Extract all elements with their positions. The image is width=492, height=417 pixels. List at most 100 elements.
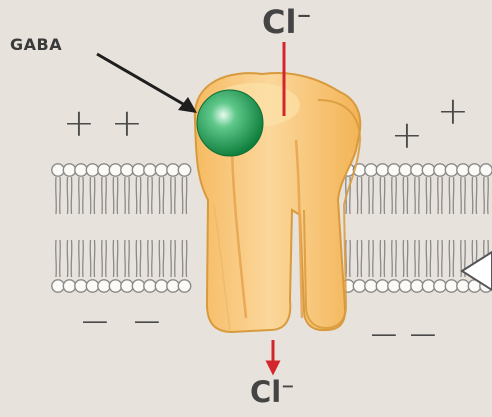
lipid-head xyxy=(399,280,411,292)
lipid-tail xyxy=(125,240,130,277)
chloride-symbol: Cl xyxy=(262,3,296,41)
lipid-head xyxy=(178,164,190,176)
lipid-head xyxy=(445,280,457,292)
lipid-tail xyxy=(449,240,454,277)
lipid-head xyxy=(411,280,423,292)
charge-minus-inside: − xyxy=(368,315,400,353)
gaba-pointer-arrow xyxy=(97,54,190,108)
lipid-head xyxy=(365,164,377,176)
lipid-tail xyxy=(426,240,431,277)
chloride-ion-label-bottom: Cl− xyxy=(250,378,295,407)
lipid-tail xyxy=(113,177,118,214)
lipid-tail xyxy=(392,240,397,277)
lipid-tail xyxy=(113,240,118,277)
lipid-tail xyxy=(461,177,466,214)
lipid-head xyxy=(121,280,133,292)
lipid-tail xyxy=(369,240,374,277)
chloride-symbol: Cl xyxy=(250,375,281,409)
lipid-head xyxy=(353,280,365,292)
lipid-tail xyxy=(171,240,176,277)
chloride-charge: − xyxy=(296,5,311,26)
lipid-head xyxy=(388,280,400,292)
lipid-head xyxy=(52,280,64,292)
lipid-tail xyxy=(380,240,385,277)
lipid-head xyxy=(468,164,480,176)
lipid-head xyxy=(63,164,75,176)
lipid-head xyxy=(388,164,400,176)
charge-plus-outside: + xyxy=(111,104,143,142)
lipid-tail xyxy=(79,240,84,277)
lipid-tail xyxy=(403,177,408,214)
charge-minus-inside: − xyxy=(131,302,163,340)
gaba-pointer-arrowhead xyxy=(178,97,197,113)
lipid-head xyxy=(132,280,144,292)
lipid-head xyxy=(98,164,110,176)
lipid-tail xyxy=(346,240,351,277)
lipid-head xyxy=(144,164,156,176)
lipid-tail xyxy=(67,240,72,277)
chloride-ion-label-top: Cl− xyxy=(262,6,312,38)
lipid-head xyxy=(434,164,446,176)
lipid-tail xyxy=(182,240,187,277)
lipid-head xyxy=(422,280,434,292)
lipid-tail xyxy=(449,177,454,214)
lipid-head xyxy=(144,280,156,292)
lipid-tail xyxy=(148,177,153,214)
lipid-tail xyxy=(159,240,164,277)
lipid-tail xyxy=(403,240,408,277)
charge-plus-outside: + xyxy=(437,92,469,130)
lipid-tail xyxy=(380,177,385,214)
lipid-tail xyxy=(182,177,187,214)
lipid-head xyxy=(109,280,121,292)
lipid-head xyxy=(155,164,167,176)
charge-plus-outside: + xyxy=(391,116,423,154)
lipid-head xyxy=(457,164,469,176)
lipid-tail xyxy=(56,177,61,214)
charge-minus-inside: − xyxy=(79,302,111,340)
lipid-tail xyxy=(90,177,95,214)
lipid-head xyxy=(52,164,64,176)
lipid-head xyxy=(75,164,87,176)
lipid-head xyxy=(132,164,144,176)
lipid-tail xyxy=(159,177,164,214)
lipid-tail xyxy=(136,240,141,277)
lipid-head xyxy=(178,280,190,292)
lipid-tail xyxy=(357,240,362,277)
lipid-tail xyxy=(438,177,443,214)
lipid-head xyxy=(75,280,87,292)
lipid-head xyxy=(445,164,457,176)
lipid-tail xyxy=(136,177,141,214)
lipid-head xyxy=(86,280,98,292)
lipid-tail xyxy=(438,240,443,277)
lipid-head xyxy=(480,164,492,176)
lipid-tail xyxy=(67,177,72,214)
lipid-tail xyxy=(102,240,107,277)
lipid-head xyxy=(167,164,179,176)
lipid-tail xyxy=(357,177,362,214)
lipid-tail xyxy=(90,240,95,277)
lipid-head xyxy=(167,280,179,292)
lipid-tail xyxy=(392,177,397,214)
lipid-tail xyxy=(415,240,420,277)
lipid-tail xyxy=(415,177,420,214)
lipid-head xyxy=(365,280,377,292)
lipid-tail xyxy=(102,177,107,214)
lipid-tail xyxy=(125,177,130,214)
gaba-label: GABA xyxy=(10,37,62,53)
lipid-tail xyxy=(56,240,61,277)
chloride-charge: − xyxy=(281,376,294,395)
lipid-head xyxy=(434,280,446,292)
gaba-molecule xyxy=(197,90,263,156)
lipid-head xyxy=(422,164,434,176)
lipid-head xyxy=(86,164,98,176)
lipid-head xyxy=(399,164,411,176)
lipid-head xyxy=(98,280,110,292)
lipid-head xyxy=(376,164,388,176)
charge-minus-inside: − xyxy=(407,315,439,353)
lipid-tail xyxy=(484,177,489,214)
lipid-tail xyxy=(472,177,477,214)
lipid-tail xyxy=(79,177,84,214)
lipid-head xyxy=(457,280,469,292)
lipid-tail xyxy=(148,240,153,277)
